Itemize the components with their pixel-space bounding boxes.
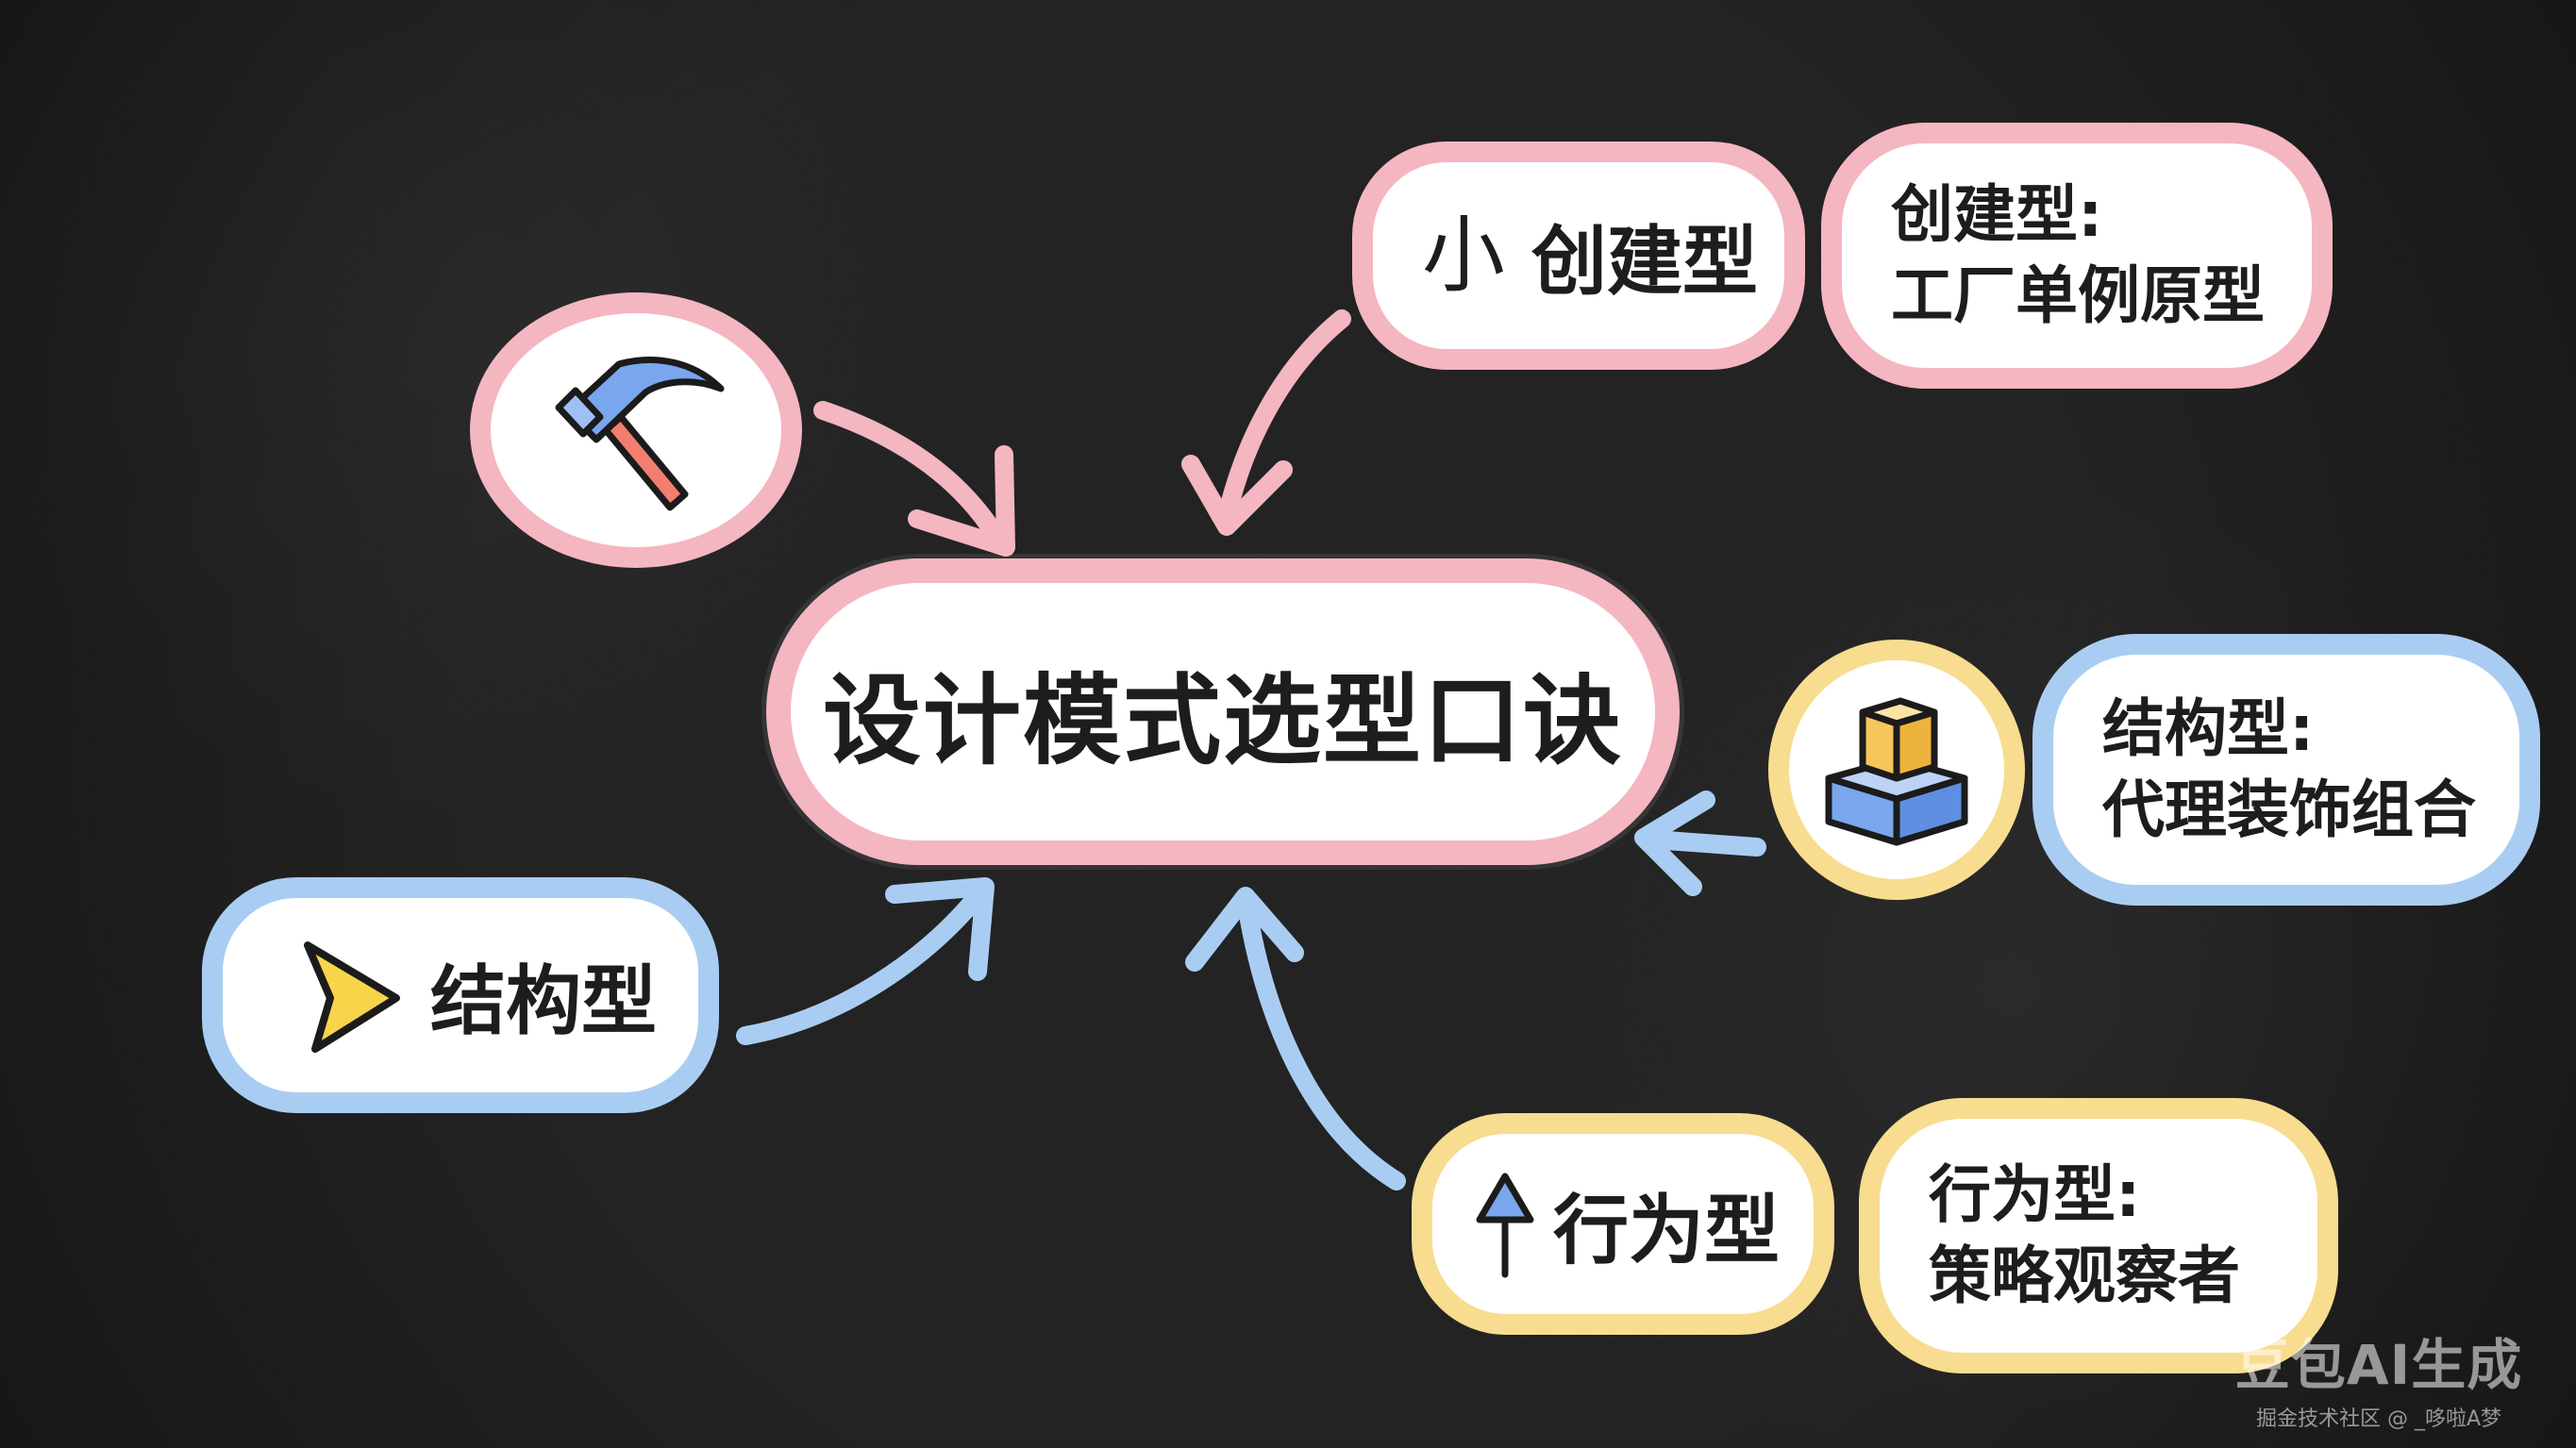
up-arrow-icon xyxy=(1472,1169,1538,1280)
behavioral-label: 行为型 xyxy=(1553,1186,1780,1274)
structural-tag: 结构型 xyxy=(202,877,719,1113)
arrow-cube-to-title xyxy=(1634,791,1766,896)
play-triangle-icon xyxy=(294,934,406,1057)
creational-label: 创建型 xyxy=(1531,218,1759,306)
creational-mark: 小 xyxy=(1422,207,1506,304)
structural-description: 结构型: 代理装饰组合 xyxy=(2032,634,2540,906)
diagram-title: 设计模式选型口诀 xyxy=(822,663,1623,778)
arrow-behavioral-to-title xyxy=(1185,887,1406,1190)
behavioral-desc-heading: 行为型: xyxy=(1929,1158,2141,1232)
structural-desc-heading: 结构型: xyxy=(2102,692,2315,766)
structural-label: 结构型 xyxy=(430,957,657,1045)
creational-description: 创建型: 工厂单例原型 xyxy=(1821,123,2333,389)
behavioral-description: 行为型: 策略观察者 xyxy=(1859,1098,2338,1373)
behavioral-tag: 行为型 xyxy=(1412,1113,1834,1335)
cube-stack-node xyxy=(1768,640,2025,900)
watermark: 豆包AI生成 掘金技术社区 @ _哆啦A梦 xyxy=(2223,1321,2534,1432)
hammer-icon xyxy=(542,334,730,526)
diagram-title-node: 设计模式选型口诀 xyxy=(766,558,1680,865)
structural-desc-examples: 代理装饰组合 xyxy=(2102,774,2476,846)
hammer-node xyxy=(470,292,802,568)
cube-stack-icon xyxy=(1817,684,1976,856)
creational-tag: 小 创建型 xyxy=(1352,141,1805,370)
watermark-credit: 掘金技术社区 @ _哆啦A梦 xyxy=(2255,1407,2502,1431)
creational-desc-examples: 工厂单例原型 xyxy=(1891,259,2265,332)
behavioral-desc-examples: 策略观察者 xyxy=(1929,1240,2240,1312)
creational-desc-heading: 创建型: xyxy=(1891,178,2103,252)
arrow-creational-to-title xyxy=(1181,309,1351,536)
watermark-brand: 豆包AI生成 xyxy=(2234,1333,2523,1397)
arrow-structural-to-title xyxy=(736,877,995,1045)
arrow-hammer-to-title xyxy=(813,401,1015,557)
